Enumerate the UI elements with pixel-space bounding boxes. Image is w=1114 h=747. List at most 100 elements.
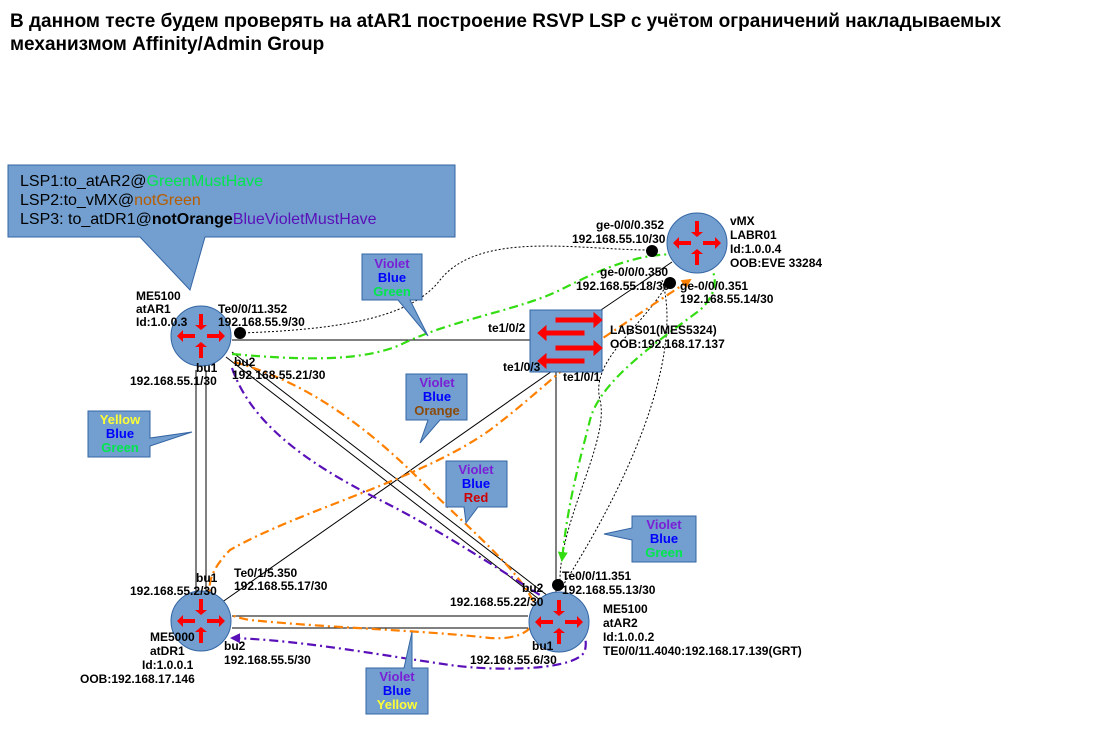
port-sw-te12: te1/0/2 [488,321,526,335]
physical-links [195,261,673,629]
node-labels: ME5100 atAR1 Id:1.0.0.3 vMX LABR01 Id:1.… [80,214,822,686]
vmx-label-1: vMX [730,214,755,228]
page-title: В данном тесте будем проверять на atAR1 … [10,10,1110,56]
routers [170,212,728,653]
callout-4: Yellow Blue Green [87,410,193,458]
link-switch-vmx [597,261,673,313]
port-dr1-te-ip: 192.168.55.17/30 [234,579,328,593]
router-body [666,212,728,274]
router-atdr1[interactable] [170,590,232,652]
port-ar2-bu2-ip: 192.168.55.22/30 [450,595,544,609]
port-vmx-ge351-ip: 192.168.55.14/30 [680,292,774,306]
port-dr1-te: Te0/1/5.350 [234,566,297,580]
callout-5: Violet Blue Green [603,515,697,563]
title-line-1: В данном тесте будем проверять на atAR1 … [10,11,1002,32]
dot-vmx-ge352 [646,245,658,257]
port-dr1-bu1: bu1 [196,571,218,585]
port-ar2-bu1-ip: 192.168.55.6/30 [470,653,557,667]
lsp-box-shape [7,164,456,291]
port-ar2-te: Te0/0/11.351 [562,569,631,583]
lsp2-line: LSP2:to_vMX@notGreen [20,192,201,209]
router-body [170,305,232,367]
svg-text:Yellow: Yellow [100,412,141,427]
svg-text:Red: Red [464,490,489,505]
switch-labs01[interactable] [529,309,603,373]
router-body [528,591,590,653]
router-vmx[interactable] [666,212,728,274]
lsp2-orange-path [208,278,692,640]
port-ar1-te0-ip: 192.168.55.9/30 [218,315,305,329]
port-vmx-ge352: ge-0/0/0.352 [596,218,664,232]
svg-text:Violet: Violet [374,256,410,271]
svg-text:Blue: Blue [106,426,134,441]
affinity-callouts: Violet Blue Green Violet Blue Orange Vio… [87,253,697,715]
router-arrows-icon [673,221,721,265]
interface-dots [234,245,676,591]
link-atar1-atar2-a [225,356,541,601]
router-body [170,590,232,652]
logical-links [239,245,669,591]
switch-label-1: LABS01(MES5324) [610,323,717,337]
port-vmx-ge352-ip: 192.168.55.10/30 [572,232,666,246]
dotted-atar1-vmx [239,245,651,334]
vmx-label-3: Id:1.0.0.4 [730,242,782,256]
svg-text:Blue: Blue [462,476,490,491]
svg-text:Violet: Violet [419,375,455,390]
vmx-label-2: LABR01 [730,228,777,242]
callout-6: Violet Blue Yellow [365,631,429,715]
svg-text:Blue: Blue [378,270,406,285]
switch-arrows-icon [537,311,603,370]
callout-1: Violet Blue Green [361,253,429,337]
port-ar2-bu2: bu2 [522,581,544,595]
port-ar1-bu1-ip: 192.168.55.1/30 [130,374,217,388]
svg-text:Green: Green [101,440,139,455]
title-line-2: механизмом Affinity/Admin Group [10,34,325,55]
svg-text:Green: Green [373,284,411,299]
atar2-label-2: atAR2 [603,616,638,630]
dot-atar1-te0 [234,327,246,339]
port-labels: Te0/0/11.352 192.168.55.9/30 bu2 192.168… [130,218,774,667]
router-arrows-icon [177,314,225,358]
callout-2: Violet Blue Orange [405,373,468,444]
svg-text:Green: Green [645,545,683,560]
router-atar2[interactable] [528,591,590,653]
port-ar2-te-ip: 192.168.55.13/30 [562,583,656,597]
svg-text:Violet: Violet [646,517,682,532]
port-ar1-bu2-ip: 192.168.55.21/30 [232,368,326,382]
callout-3: Violet Blue Red [445,460,508,525]
switch-label-2: OOB:192.168.17.137 [610,337,725,351]
port-ar1-bu2: bu2 [234,355,256,369]
port-ar1-te0: Te0/0/11.352 [218,302,287,316]
port-dr1-bu1-ip: 192.168.55.2/30 [130,584,217,598]
port-vmx-ge351: ge-0/0/0.351 [680,279,748,293]
atdr1-label-2: atDR1 [150,644,185,658]
port-ar1-bu1: bu1 [196,361,218,375]
lsp3-line: LSP3: to_atDR1@notOrangeBlueVioletMustHa… [20,211,377,228]
port-sw-te11: te1/0/1 [563,370,601,384]
router-arrows-icon [177,599,225,643]
atar1-label-3: Id:1.0.0.3 [136,315,188,329]
port-vmx-ge350-ip: 192.168.55.18/30 [576,279,670,293]
atdr1-label-1: ME5000 [150,630,195,644]
port-ar2-bu1: bu1 [532,639,554,653]
lsp-description-box: LSP1:to_atAR2@GreenMustHave LSP2:to_vMX@… [7,164,456,291]
dot-vmx-ge351 [664,277,676,289]
atdr1-label-3: Id:1.0.0.1 [142,658,194,672]
vmx-label-4: OOB:EVE 33284 [730,256,822,270]
lsp1-green-path [231,253,716,562]
port-dr1-bu2-ip: 192.168.55.5/30 [224,653,311,667]
lsp1-line: LSP1:to_atAR2@GreenMustHave [20,173,263,190]
atar1-label-2: atAR1 [136,302,171,316]
port-vmx-ge350: ge-0/0/0.350 [600,265,668,279]
router-atar1[interactable] [170,305,232,367]
lsp3-violet-path [230,367,587,670]
atar1-label-1: ME5100 [136,289,181,303]
svg-text:Blue: Blue [383,683,411,698]
link-atdr1-switch [217,361,566,606]
dot-atar2-te0 [552,579,564,591]
atdr1-label-4: OOB:192.168.17.146 [80,672,195,686]
svg-text:Yellow: Yellow [377,697,418,712]
port-sw-te13: te1/0/3 [503,360,541,374]
atar2-label-3: Id:1.0.0.2 [603,630,655,644]
svg-text:Violet: Violet [379,669,415,684]
